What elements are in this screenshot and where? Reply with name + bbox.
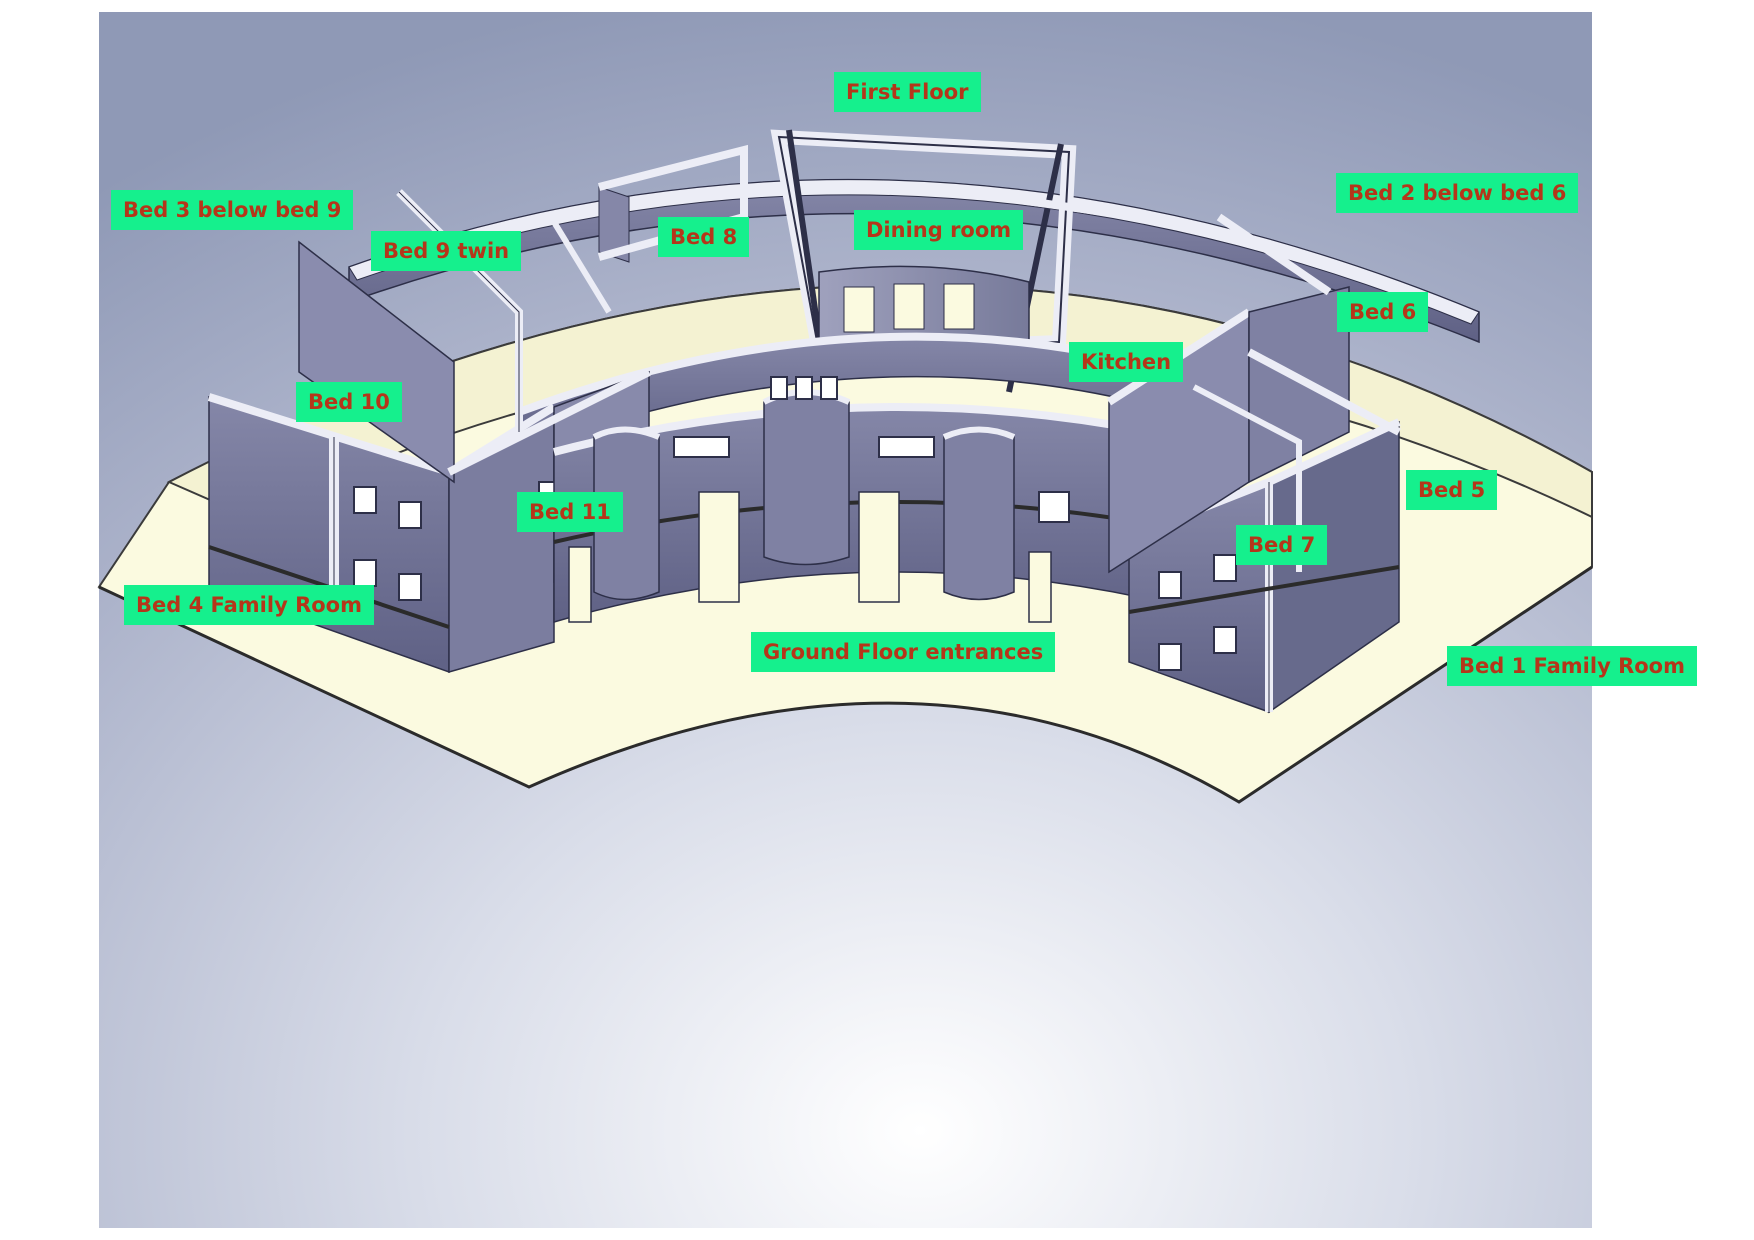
label-first-floor: First Floor bbox=[834, 72, 981, 112]
label-bed-3: Bed 3 below bed 9 bbox=[111, 190, 354, 230]
entrance-opening-4 bbox=[1028, 551, 1052, 623]
label-bed-1: Bed 1 Family Room bbox=[1447, 646, 1697, 686]
ground-slab-edge bbox=[98, 565, 1593, 804]
building-3d-model bbox=[97, 12, 1593, 1228]
entrance-tower-center bbox=[763, 391, 850, 566]
back-partition-left bbox=[598, 186, 630, 263]
label-bed-6: Bed 6 bbox=[1337, 292, 1429, 332]
left-wing-partition bbox=[298, 240, 455, 484]
label-bed-5: Bed 5 bbox=[1406, 470, 1498, 510]
label-dining-room: Dining room bbox=[854, 210, 1024, 250]
label-bed-4: Bed 4 Family Room bbox=[124, 585, 374, 625]
entrance-opening-3 bbox=[858, 491, 900, 603]
label-ground-floor-entrances: Ground Floor entrances bbox=[751, 632, 1056, 672]
label-bed-2: Bed 2 below bed 6 bbox=[1336, 173, 1579, 213]
label-bed-10: Bed 10 bbox=[296, 382, 402, 422]
label-bed-9: Bed 9 twin bbox=[371, 231, 522, 271]
label-kitchen: Kitchen bbox=[1069, 342, 1184, 382]
central-frame-outline bbox=[777, 135, 1071, 354]
outer-back-wall-top bbox=[348, 179, 1480, 325]
cad-viewport: First Floor Bed 3 below bed 9 Bed 9 twin… bbox=[97, 12, 1697, 1228]
label-bed-8: Bed 8 bbox=[658, 217, 750, 257]
entrance-opening-1 bbox=[568, 546, 592, 623]
label-bed-7: Bed 7 bbox=[1236, 525, 1328, 565]
label-bed-11: Bed 11 bbox=[517, 492, 623, 532]
entrance-tower-right bbox=[943, 428, 1015, 601]
entrance-opening-2 bbox=[698, 491, 740, 603]
